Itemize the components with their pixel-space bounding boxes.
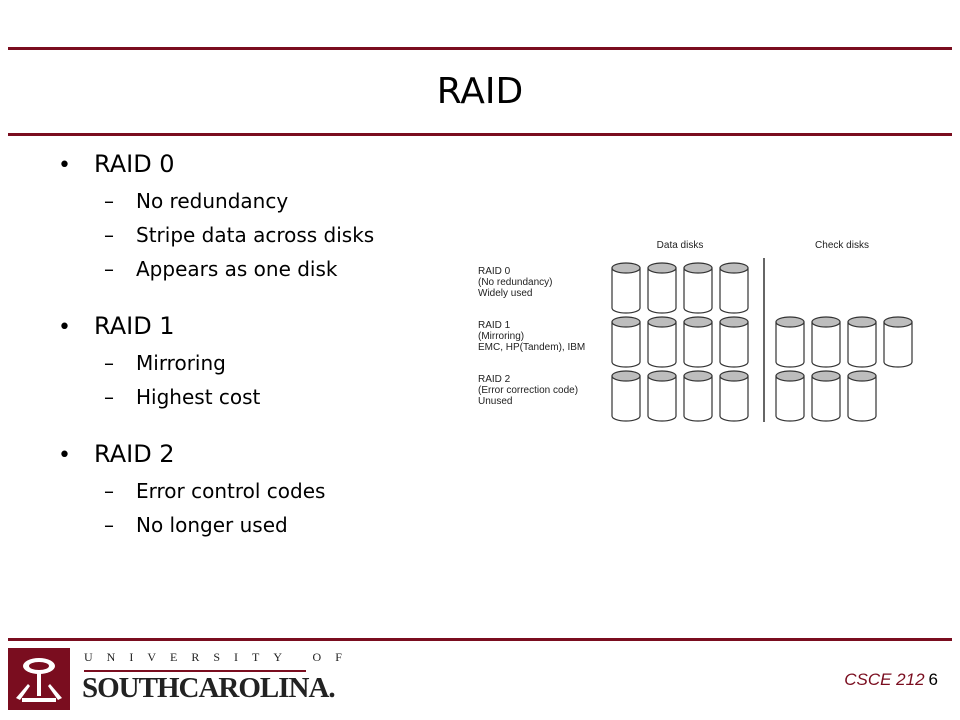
bullet-label: RAID 1 xyxy=(94,312,175,340)
footer-rule xyxy=(8,638,952,641)
sub-bullet-item: –Appears as one disk xyxy=(58,252,458,286)
disk-icon xyxy=(719,316,749,368)
sub-bullet-item: –Highest cost xyxy=(58,380,458,414)
sub-bullet-label: Mirroring xyxy=(136,351,226,375)
bullet-label: RAID 2 xyxy=(94,440,175,468)
sub-bullet-item: –Mirroring xyxy=(58,346,458,380)
bullet-dot-icon: • xyxy=(58,443,71,468)
sub-bullet-label: Stripe data across disks xyxy=(136,223,375,247)
sub-bullet-item: –No longer used xyxy=(58,508,458,542)
course-code: CSCE 212 xyxy=(844,670,925,689)
palmetto-seal-icon xyxy=(8,648,70,710)
data-disks-header: Data disks xyxy=(657,240,704,251)
raid-level-label: Unused xyxy=(478,396,512,407)
check-disks-header: Check disks xyxy=(815,240,869,251)
disk-icon xyxy=(611,262,641,314)
raid-level-label: RAID 0 xyxy=(478,266,511,277)
bullet-group: •RAID 1–Mirroring–Highest cost xyxy=(58,308,458,414)
sub-bullet-item: –Error control codes xyxy=(58,474,458,508)
sub-bullet-label: No longer used xyxy=(136,513,288,537)
raid-level-label: (Mirroring) xyxy=(478,331,524,342)
university-logo: UNIVERSITY OF SOUTHCAROLINA. xyxy=(8,648,342,710)
disk-icon xyxy=(775,316,805,368)
disk-icon xyxy=(719,370,749,422)
disk-icon xyxy=(775,370,805,422)
logo-rule xyxy=(84,670,306,672)
title-rule xyxy=(8,133,952,136)
disk-icon xyxy=(847,370,877,422)
top-rule xyxy=(8,47,952,50)
bullet-group: •RAID 2–Error control codes–No longer us… xyxy=(58,436,458,542)
dash-icon: – xyxy=(104,257,114,281)
disk-icon xyxy=(683,370,713,422)
dash-icon: – xyxy=(104,351,114,375)
disk-icon xyxy=(883,316,913,368)
disk-icon xyxy=(811,370,841,422)
dash-icon: – xyxy=(104,385,114,409)
raid-level-label: (Error correction code) xyxy=(478,385,578,396)
bullet-item: • RAID 0 xyxy=(58,146,458,184)
disk-icon xyxy=(647,370,677,422)
dash-icon: – xyxy=(104,223,114,247)
disk-icon xyxy=(847,316,877,368)
sub-bullet-label: Error control codes xyxy=(136,479,326,503)
bullet-item: • RAID 2 xyxy=(58,436,458,474)
sub-bullet-item: –Stripe data across disks xyxy=(58,218,458,252)
dash-icon: – xyxy=(104,189,114,213)
slide-title: RAID xyxy=(436,71,524,112)
dash-icon: – xyxy=(104,479,114,503)
disk-icon xyxy=(719,262,749,314)
disk-icon xyxy=(647,262,677,314)
bullet-list: •RAID 0–No redundancy–Stripe data across… xyxy=(58,146,458,564)
raid-level-label: RAID 2 xyxy=(478,374,511,385)
raid-level-label: (No redundancy) xyxy=(478,277,552,288)
raid-level-label: EMC, HP(Tandem), IBM xyxy=(478,342,585,353)
disk-icon xyxy=(611,316,641,368)
disk-icon xyxy=(811,316,841,368)
dash-icon: – xyxy=(104,513,114,537)
disk-icon xyxy=(683,262,713,314)
sub-bullet-label: Highest cost xyxy=(136,385,261,409)
disk-icon xyxy=(647,316,677,368)
bullet-dot-icon: • xyxy=(58,153,71,178)
sub-bullet-label: Appears as one disk xyxy=(136,257,338,281)
bullet-label: RAID 0 xyxy=(94,150,175,178)
disk-icon xyxy=(611,370,641,422)
raid-level-label: Widely used xyxy=(478,288,532,299)
sub-bullet-item: –No redundancy xyxy=(58,184,458,218)
logo-south-carolina: SOUTHCAROLINA. xyxy=(82,672,336,704)
logo-university-of: UNIVERSITY OF xyxy=(84,650,356,664)
bullet-group: •RAID 0–No redundancy–Stripe data across… xyxy=(58,146,458,286)
raid-level-label: RAID 1 xyxy=(478,320,511,331)
sub-bullet-label: No redundancy xyxy=(136,189,289,213)
bullet-dot-icon: • xyxy=(58,315,71,340)
disk-icon xyxy=(683,316,713,368)
bullet-item: • RAID 1 xyxy=(58,308,458,346)
page-number: 6 xyxy=(928,670,938,689)
